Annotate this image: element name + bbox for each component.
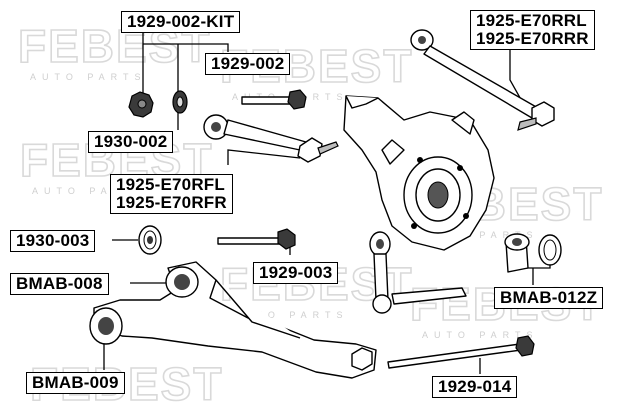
callout-1925-e70rf: 1925-E70RFL 1925-E70RFR [110, 174, 233, 214]
leader-front-arm [227, 149, 301, 165]
wheel-carrier [343, 95, 495, 251]
watermark-tagline: AUTO PARTS [32, 186, 149, 196]
callout-text: 1925-E70RFR [116, 193, 227, 212]
bolt-1929-002 [241, 89, 307, 110]
callout-1929-014: 1929-014 [432, 376, 518, 398]
lower-control-arm [89, 261, 377, 379]
watermark-tagline: AUTO PARTS [30, 72, 147, 82]
callout-bmab-012z: BMAB-012Z [494, 287, 604, 309]
callout-text: BMAB-008 [16, 274, 103, 293]
callout-text: 1929-002-KIT [127, 12, 235, 31]
callout-text: 1929-003 [259, 263, 333, 282]
callout-text: 1930-003 [16, 231, 90, 250]
bolt-1929-014 [387, 335, 535, 369]
callout-text: 1929-014 [438, 377, 512, 396]
nut-1930-002 [128, 91, 154, 118]
washer-1930-002 [172, 90, 188, 114]
callout-1929-002-kit: 1929-002-KIT [121, 11, 241, 33]
watermark-tagline: AUTO PARTS [232, 310, 349, 320]
callout-1925-e70rr: 1925-E70RRL 1925-E70RRR [470, 10, 595, 50]
callout-1929-003: 1929-003 [253, 262, 339, 284]
callout-bmab-008: BMAB-008 [10, 273, 109, 295]
callout-1930-003: 1930-003 [10, 230, 96, 252]
arm-1925-e70rf [203, 114, 339, 163]
watermark-tagline: AUTO PARTS [422, 230, 539, 240]
watermark-tagline: AUTO PARTS [422, 330, 539, 340]
bushing-1930-003 [138, 225, 162, 255]
leader-lines [103, 32, 551, 374]
callout-1929-002: 1929-002 [205, 53, 291, 75]
callout-text: BMAB-009 [32, 373, 119, 392]
callout-bmab-009: BMAB-009 [26, 372, 125, 394]
callout-text: 1925-E70RFL [116, 175, 225, 194]
toe-link [369, 231, 467, 314]
callout-text: 1925-E70RRL [476, 11, 587, 30]
callout-text: 1930-002 [94, 132, 168, 151]
callout-1930-002: 1930-002 [88, 131, 174, 153]
callout-text: 1925-E70RRR [476, 29, 589, 48]
callout-text: BMAB-012Z [500, 288, 598, 307]
callout-text: 1929-002 [211, 54, 285, 73]
bolt-1929-003 [217, 228, 296, 250]
leader-kit [142, 32, 229, 96]
bushing-bmab-012z [504, 233, 562, 273]
arm-1925-e70rr [410, 29, 555, 131]
